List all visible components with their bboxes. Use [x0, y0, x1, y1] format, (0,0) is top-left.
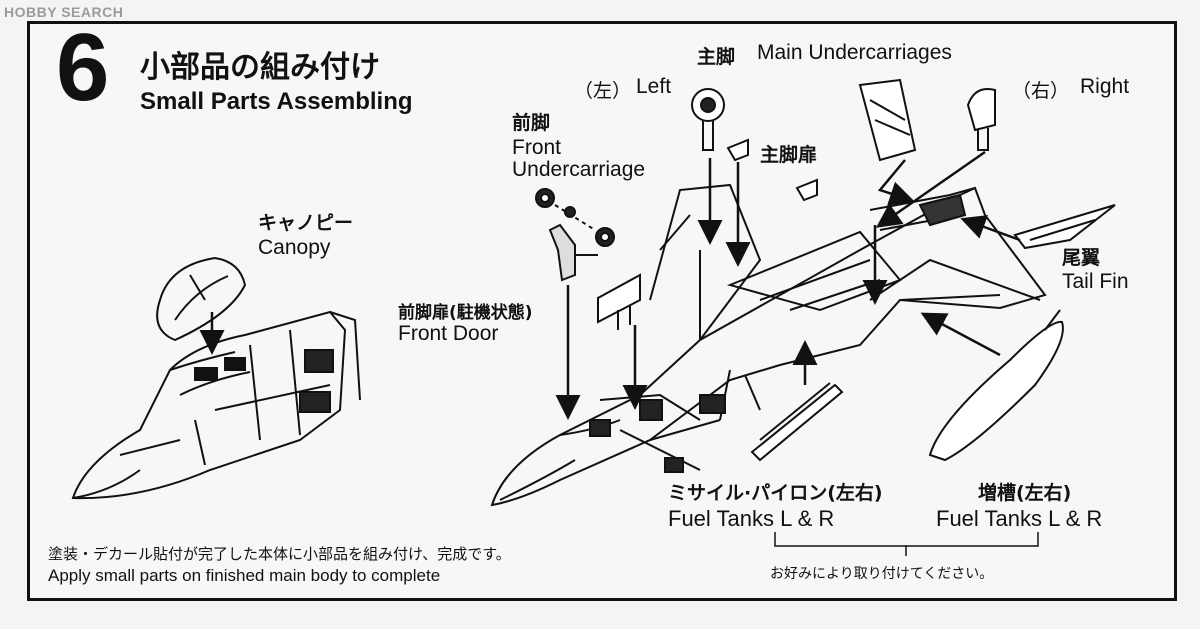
tail-fin-label-en: Tail Fin [1062, 270, 1129, 293]
missile-pylon-label-en: Fuel Tanks L & R [668, 506, 835, 531]
step-title-en: Small Parts Assembling [140, 88, 413, 115]
fuel-tank-label-en: Fuel Tanks L & R [936, 506, 1103, 531]
main-undercarriage-right-part [966, 88, 996, 151]
forward-fuselage [71, 310, 361, 500]
right-label-en: Right [1080, 75, 1130, 98]
step-title-jp: 小部品の組み付け [140, 50, 380, 85]
main-door-left-part [726, 138, 749, 162]
canopy-label-jp: キャノピー [258, 212, 354, 234]
tail-fin-arrow [960, 215, 1021, 242]
instruction-en: Apply small parts on finished main body … [48, 566, 441, 585]
missile-pylon-label-jp: ミサイル·パイロン(左右) [668, 482, 883, 504]
main-undercarriage-left-part [691, 88, 725, 151]
right-label-jp: （右） [1012, 80, 1070, 102]
front-door-label-en: Front Door [398, 322, 499, 345]
left-label-jp: （左） [574, 80, 632, 102]
missile-pylon-part [750, 382, 844, 462]
canopy-label-en: Canopy [258, 236, 331, 259]
front-undercarriage-label-en-2: Undercarriage [512, 158, 646, 181]
fuel-tank-label-jp: 増槽(左右) [978, 482, 1072, 504]
fuel-tank-arrow [920, 312, 1001, 357]
main-undercarriages-label-en: Main Undercarriages [757, 41, 952, 64]
optional-bracket [774, 532, 1039, 556]
canopy-part [156, 256, 247, 342]
main-door-right-part [795, 178, 818, 202]
front-door-part [597, 273, 641, 330]
main-undercarriage-right-arrow [875, 150, 986, 228]
front-undercarriage-label-en-1: Front [512, 136, 562, 159]
optional-note: お好みにより取り付けてください。 [770, 566, 994, 582]
main-aircraft [490, 183, 1047, 507]
vertical-tail-arrow [877, 159, 915, 206]
step-number: 6 [56, 14, 110, 121]
main-undercarriages-label-jp: 主脚 [697, 46, 736, 68]
fuel-tank-part [928, 309, 1064, 462]
tail-fin-label-jp: 尾翼 [1062, 247, 1101, 269]
left-label-en: Left [636, 75, 672, 98]
instruction-jp: 塗装・デカール貼付が完了した本体に小部品を組み付け、完成です。 [48, 545, 511, 563]
vertical-tail-part [858, 78, 917, 162]
front-undercarriage-part [535, 188, 615, 282]
front-undercarriage-label-jp: 前脚 [512, 112, 551, 134]
watermark-logo: HOBBY SEARCH [4, 4, 124, 20]
tail-fin-part [1013, 204, 1116, 250]
front-door-label-jp: 前脚扉(駐機状態) [398, 303, 533, 323]
main-door-label-jp: 主脚扉 [760, 144, 818, 166]
